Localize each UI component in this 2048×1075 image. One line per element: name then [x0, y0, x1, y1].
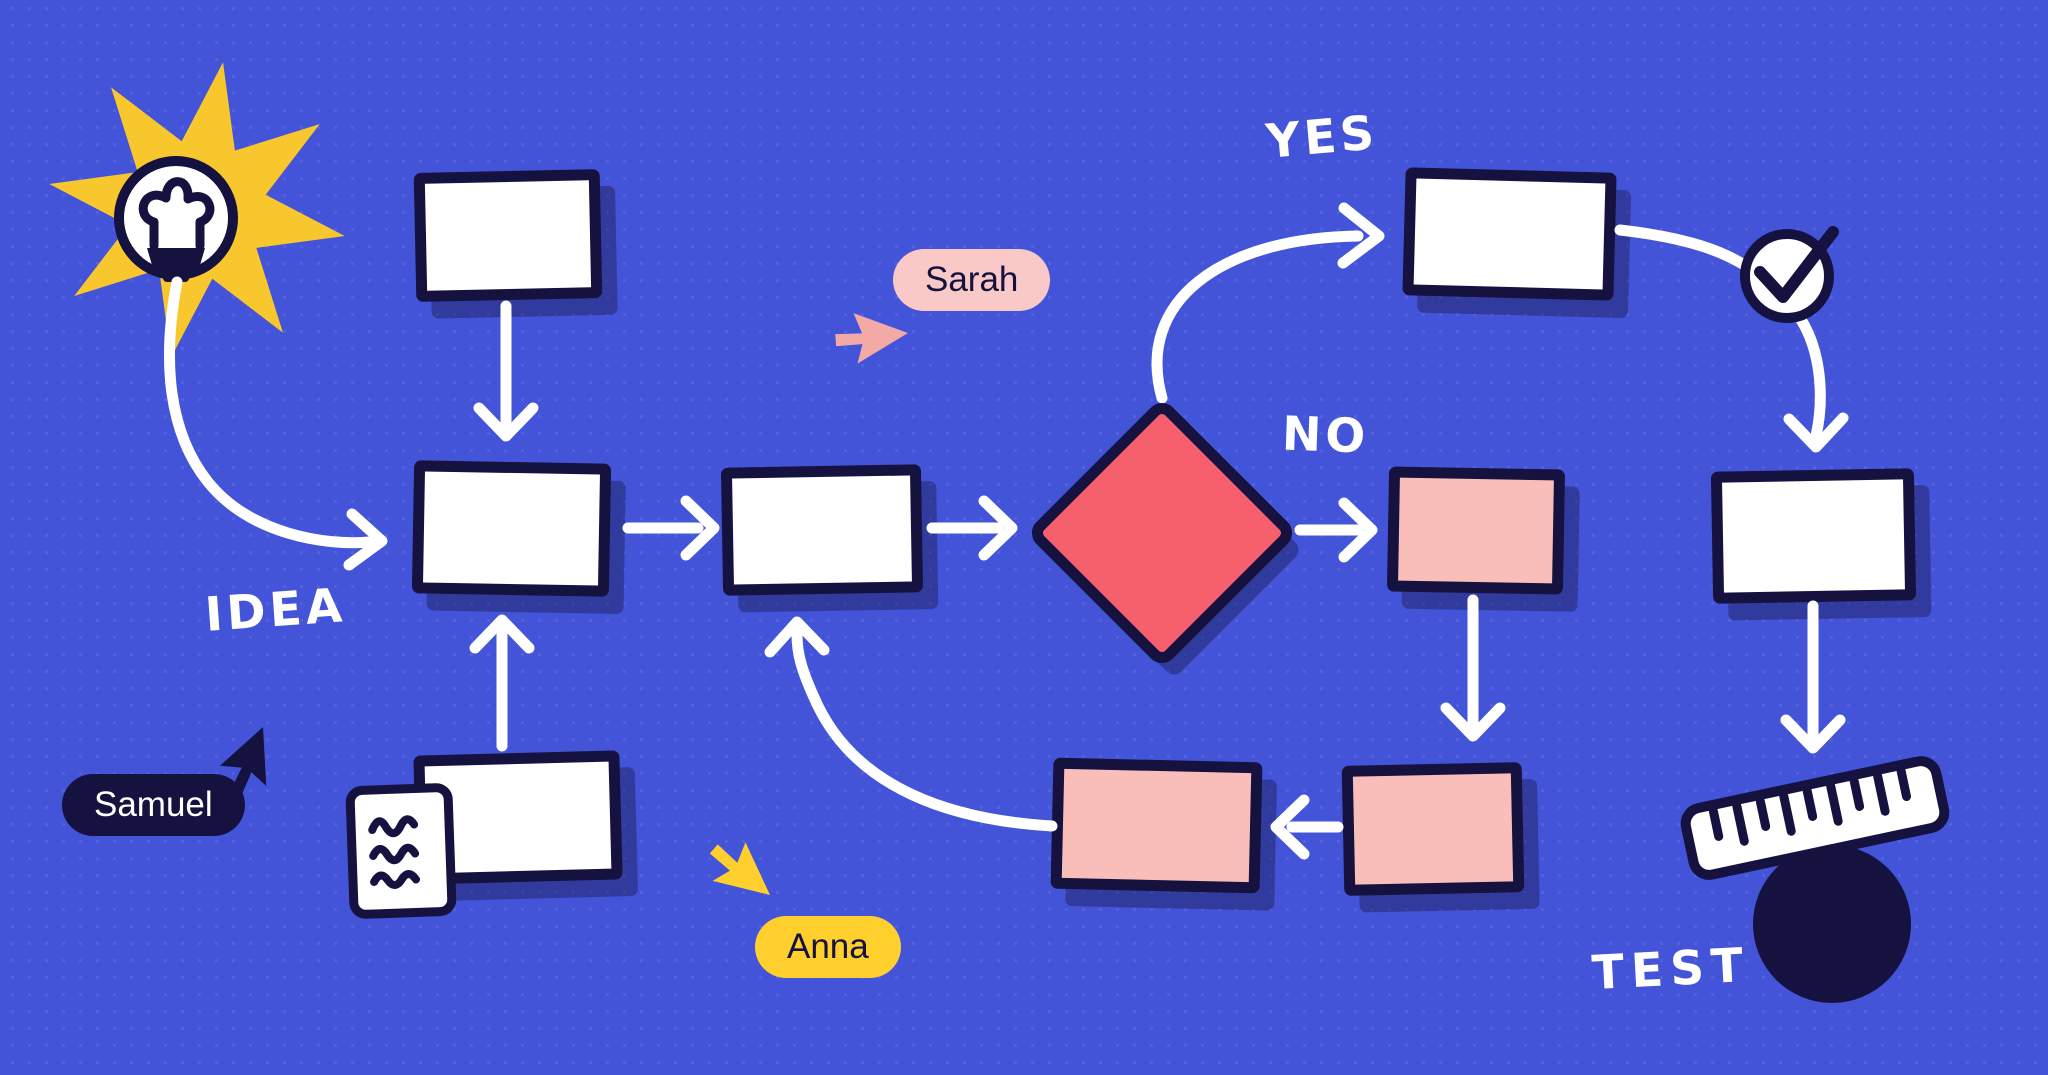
cursor-sarah-icon: [835, 313, 908, 364]
dot-circle-icon: [1753, 845, 1911, 1003]
flow-node-loop-step: [1050, 757, 1263, 894]
idea-label: IDEA: [203, 578, 348, 643]
flow-node-start-note: [413, 169, 603, 302]
flow-node-step-1: [411, 460, 612, 597]
collaborator-pill-anna: Anna: [755, 916, 901, 978]
flow-node-rework-step: [1341, 762, 1525, 896]
yes-label: YES: [1263, 105, 1381, 170]
no-label: NO: [1281, 406, 1371, 465]
ruler-icon: [1680, 756, 1950, 880]
flow-node-yes-step: [1402, 167, 1617, 301]
flow-node-no-step: [1386, 466, 1566, 595]
collaborator-pill-samuel: Samuel: [62, 774, 245, 836]
cursor-anna-icon: [709, 842, 770, 895]
collaborator-pill-sarah: Sarah: [893, 249, 1051, 311]
flow-node-step-2: [720, 464, 924, 596]
test-label: TEST: [1590, 937, 1752, 1002]
lightbulb-star-icon: [49, 62, 345, 358]
checkmark-circle-icon: [1740, 226, 1839, 323]
flow-node-approved-step: [1710, 468, 1917, 604]
flow-node-notes-step: [413, 750, 623, 885]
decision-diamond: [1031, 402, 1299, 675]
